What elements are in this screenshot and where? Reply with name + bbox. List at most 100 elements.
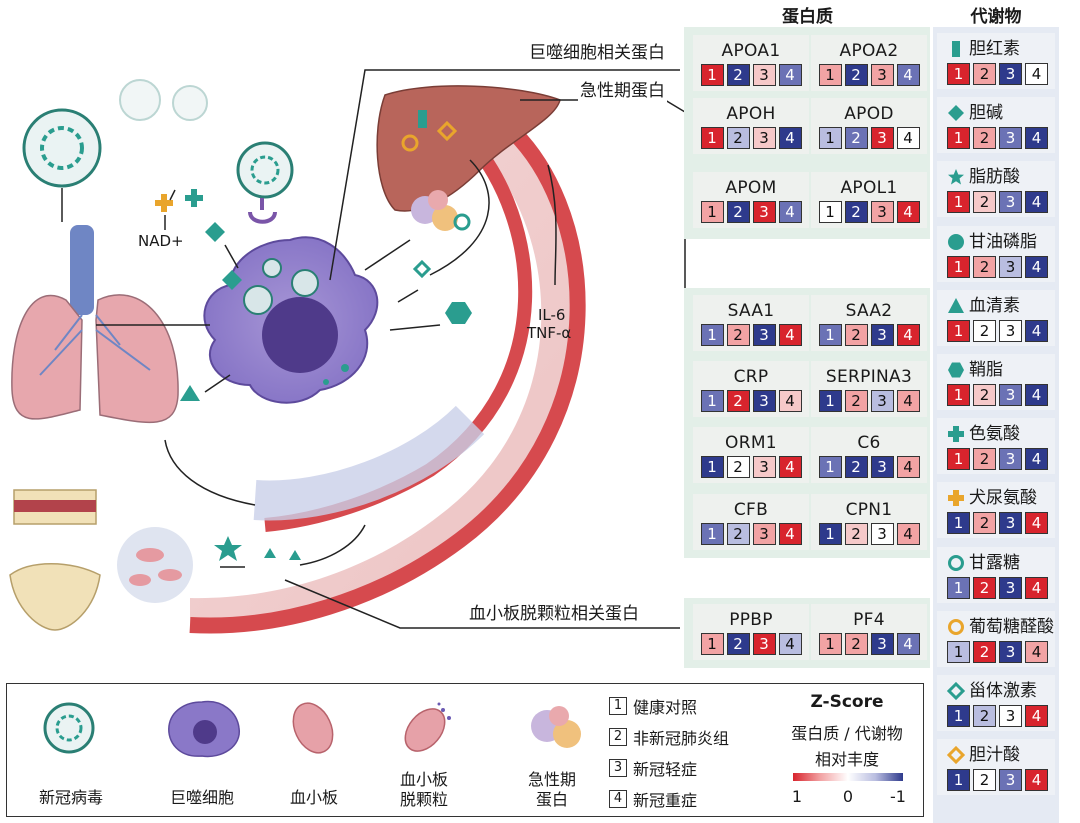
group-box-2: 2 — [726, 127, 750, 149]
group-box-2: 2 — [973, 63, 996, 85]
protein-name: APOD — [844, 104, 894, 124]
group-box-4: 4 — [778, 201, 802, 223]
group-box-2: 2 — [973, 769, 996, 792]
group-box-2: 2 — [726, 633, 750, 655]
group-box-4: 4 — [1025, 127, 1048, 150]
group-box-4: 4 — [1025, 191, 1048, 214]
zscore-title: Z-Score — [810, 692, 884, 712]
metabolite-name: 色氨酸 — [969, 424, 1020, 445]
group-box-3: 3 — [999, 512, 1022, 535]
group-box-1: 1 — [947, 448, 970, 471]
pathway-illustration — [9, 69, 686, 634]
group-box-2: 2 — [973, 127, 996, 150]
group-box-3: 3 — [999, 63, 1022, 85]
group-box-4: 4 — [896, 633, 920, 655]
zscore-tick-mid: 0 — [842, 787, 854, 806]
group-box-2: 2 — [973, 640, 996, 663]
group-box-3: 3 — [752, 456, 776, 478]
group-box-1: 1 — [947, 384, 970, 406]
group-box-3: 3 — [752, 127, 776, 149]
group-box-1: 1 — [947, 705, 970, 727]
group-box-4: 4 — [896, 390, 920, 412]
callout-macrophage-proteins: 巨噬细胞相关蛋白 — [527, 42, 667, 64]
group-box-2: 2 — [726, 390, 750, 412]
circle-icon — [948, 233, 964, 250]
group-box-4: 4 — [896, 523, 920, 545]
group-box-1: 1 — [947, 191, 970, 214]
group-box-3: 3 — [999, 191, 1022, 214]
group-box-2: 2 — [726, 324, 750, 346]
group-box-3: 3 — [870, 201, 894, 223]
metabolite-name: 血清素 — [969, 295, 1020, 316]
group-box-1: 1 — [700, 324, 724, 346]
group-box-1: 1 — [818, 523, 842, 545]
group-box-4: 4 — [1025, 384, 1048, 406]
group-box-2: 2 — [844, 64, 868, 86]
group-box-3: 3 — [999, 705, 1022, 727]
group-box-3: 3 — [999, 384, 1022, 406]
legend-label-macrophage: 巨噬细胞 — [169, 788, 234, 807]
protein-name: CPN1 — [845, 500, 893, 520]
metabolite-name: 胆红素 — [969, 39, 1020, 59]
star-icon — [948, 169, 964, 185]
zscore-line2: 相对丰度 — [814, 750, 879, 769]
group-box-1: 1 — [947, 319, 970, 342]
group-box-2: 2 — [973, 255, 996, 278]
zscore-tick-high: 1 — [791, 787, 803, 806]
group-number-box: 1 — [609, 697, 627, 715]
group-box-1: 1 — [947, 576, 970, 599]
group-box-2: 2 — [726, 456, 750, 478]
hexagon-icon — [948, 362, 964, 378]
protein-name: ORM1 — [725, 433, 777, 453]
group-box-2: 2 — [844, 523, 868, 545]
group-label: 新冠轻症 — [633, 760, 698, 779]
group-box-4: 4 — [778, 633, 802, 655]
legend-label-platelet: 血小板 — [289, 788, 338, 807]
group-box-2: 2 — [973, 384, 996, 406]
legend-acute-phase-icon — [531, 706, 581, 748]
group-box-1: 1 — [818, 390, 842, 412]
blood-vessel — [189, 113, 586, 634]
liver-illustration — [376, 85, 561, 231]
group-box-3: 3 — [870, 127, 894, 149]
group-box-1: 1 — [947, 63, 970, 85]
bone-and-platelets — [9, 489, 193, 631]
legend-virus-icon — [43, 702, 95, 754]
protein-name: APOA1 — [721, 41, 781, 61]
group-box-1: 1 — [947, 255, 970, 278]
protein-name: CRP — [733, 367, 769, 387]
group-label: 非新冠肺炎组 — [633, 729, 730, 748]
group-box-1: 1 — [818, 127, 842, 149]
